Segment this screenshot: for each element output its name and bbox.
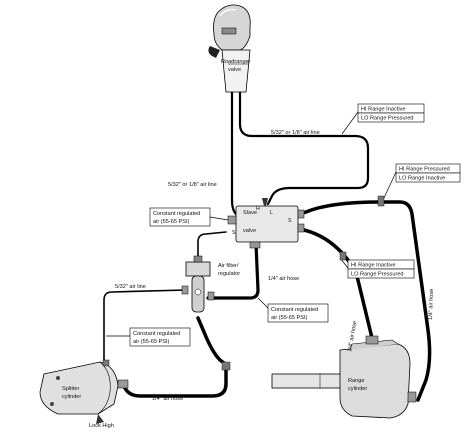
hose-14-valve-label: 1/4" air hose	[268, 276, 299, 282]
range-state-box-right	[383, 163, 461, 199]
air-line-label-left: 5/32" or 1/8" air line	[168, 182, 217, 188]
constant-air-top-line-2: air (55-65 PSI)	[153, 219, 190, 225]
roadranger-valve	[208, 4, 251, 93]
slave-valve-port-l: L	[270, 210, 273, 216]
lock-high-label: Lock High	[89, 423, 114, 429]
splitter-cylinder-label-1: Splitter	[62, 386, 80, 392]
splitter-cylinder-label-2: cylinder	[62, 394, 81, 400]
range-state-box-middle	[339, 257, 415, 279]
air-hose-slave-to-range-hi	[298, 200, 432, 402]
range-state-box-top	[341, 103, 425, 135]
hi-range-pressured-right: HI Range Pressured	[399, 167, 450, 173]
constant-air-box-top	[149, 207, 229, 227]
constant-air-left-line-1: Constant regulated	[133, 331, 180, 337]
air-filter-label-2: regulator	[218, 271, 240, 277]
air-hose-slave-to-filter	[206, 242, 260, 300]
hose-14-right-label: 1/4" air hose	[428, 289, 435, 320]
constant-air-box-middle	[257, 297, 329, 323]
constant-air-left-line-2: air (55-65 PSI)	[133, 339, 170, 345]
air-filter-regulator	[181, 255, 215, 313]
fittings	[102, 195, 385, 371]
splitter-cylinder	[39, 361, 129, 424]
range-cylinder	[271, 335, 417, 419]
lo-range-pressured-top: LO Range Pressured	[361, 116, 414, 122]
slave-valve-port-s-left: S	[232, 230, 236, 236]
air-hose-lower-to-splitter	[122, 366, 228, 398]
hose-14-splitter-label: 1/4" air hose	[152, 396, 183, 402]
constant-air-middle-line-2: air (55-65 PSI)	[271, 315, 308, 321]
air-line-label-top: 5/32" or 1/8" air line	[271, 130, 320, 136]
air-line-532-label: 5/32" air line	[115, 284, 146, 290]
lo-range-pressured-middle: LO Range Pressured	[351, 272, 404, 278]
range-cylinder-label-1: Range	[348, 378, 364, 384]
range-cylinder-label-2: cylinder	[348, 386, 367, 392]
slave-valve-port-s-right: S	[288, 218, 292, 224]
hi-range-inactive-middle: HI Range Inactive	[351, 263, 395, 269]
air-line-filter-to-slave	[197, 231, 227, 263]
lo-range-inactive-right: LO Range Inactive	[399, 176, 445, 182]
air-filter-label-1: Air filter/	[218, 263, 239, 269]
air-line-roadranger-to-slave-top	[238, 90, 370, 206]
roadranger-valve-label-2: valve	[228, 67, 241, 73]
slave-valve-label-1: Slave	[243, 210, 257, 216]
slave-valve-port-h: H	[256, 206, 260, 212]
constant-air-box-left	[106, 327, 191, 347]
slave-valve	[227, 198, 305, 249]
hi-range-inactive-top: HI Range Inactive	[361, 107, 405, 113]
constant-air-middle-line-1: Constant regulated	[271, 307, 318, 313]
roadranger-valve-label-1: Roadranger	[221, 59, 251, 65]
slave-valve-label-2: valve	[243, 228, 256, 234]
constant-air-top-line-1: Constant regulated	[153, 211, 200, 217]
hose-14-range-label: 1/4" air hose	[347, 321, 358, 353]
air-line-filter-to-splitter	[103, 289, 187, 363]
air-line-roadranger-to-slave-left	[230, 90, 242, 220]
air-hose-filter-to-splitter	[196, 316, 230, 368]
